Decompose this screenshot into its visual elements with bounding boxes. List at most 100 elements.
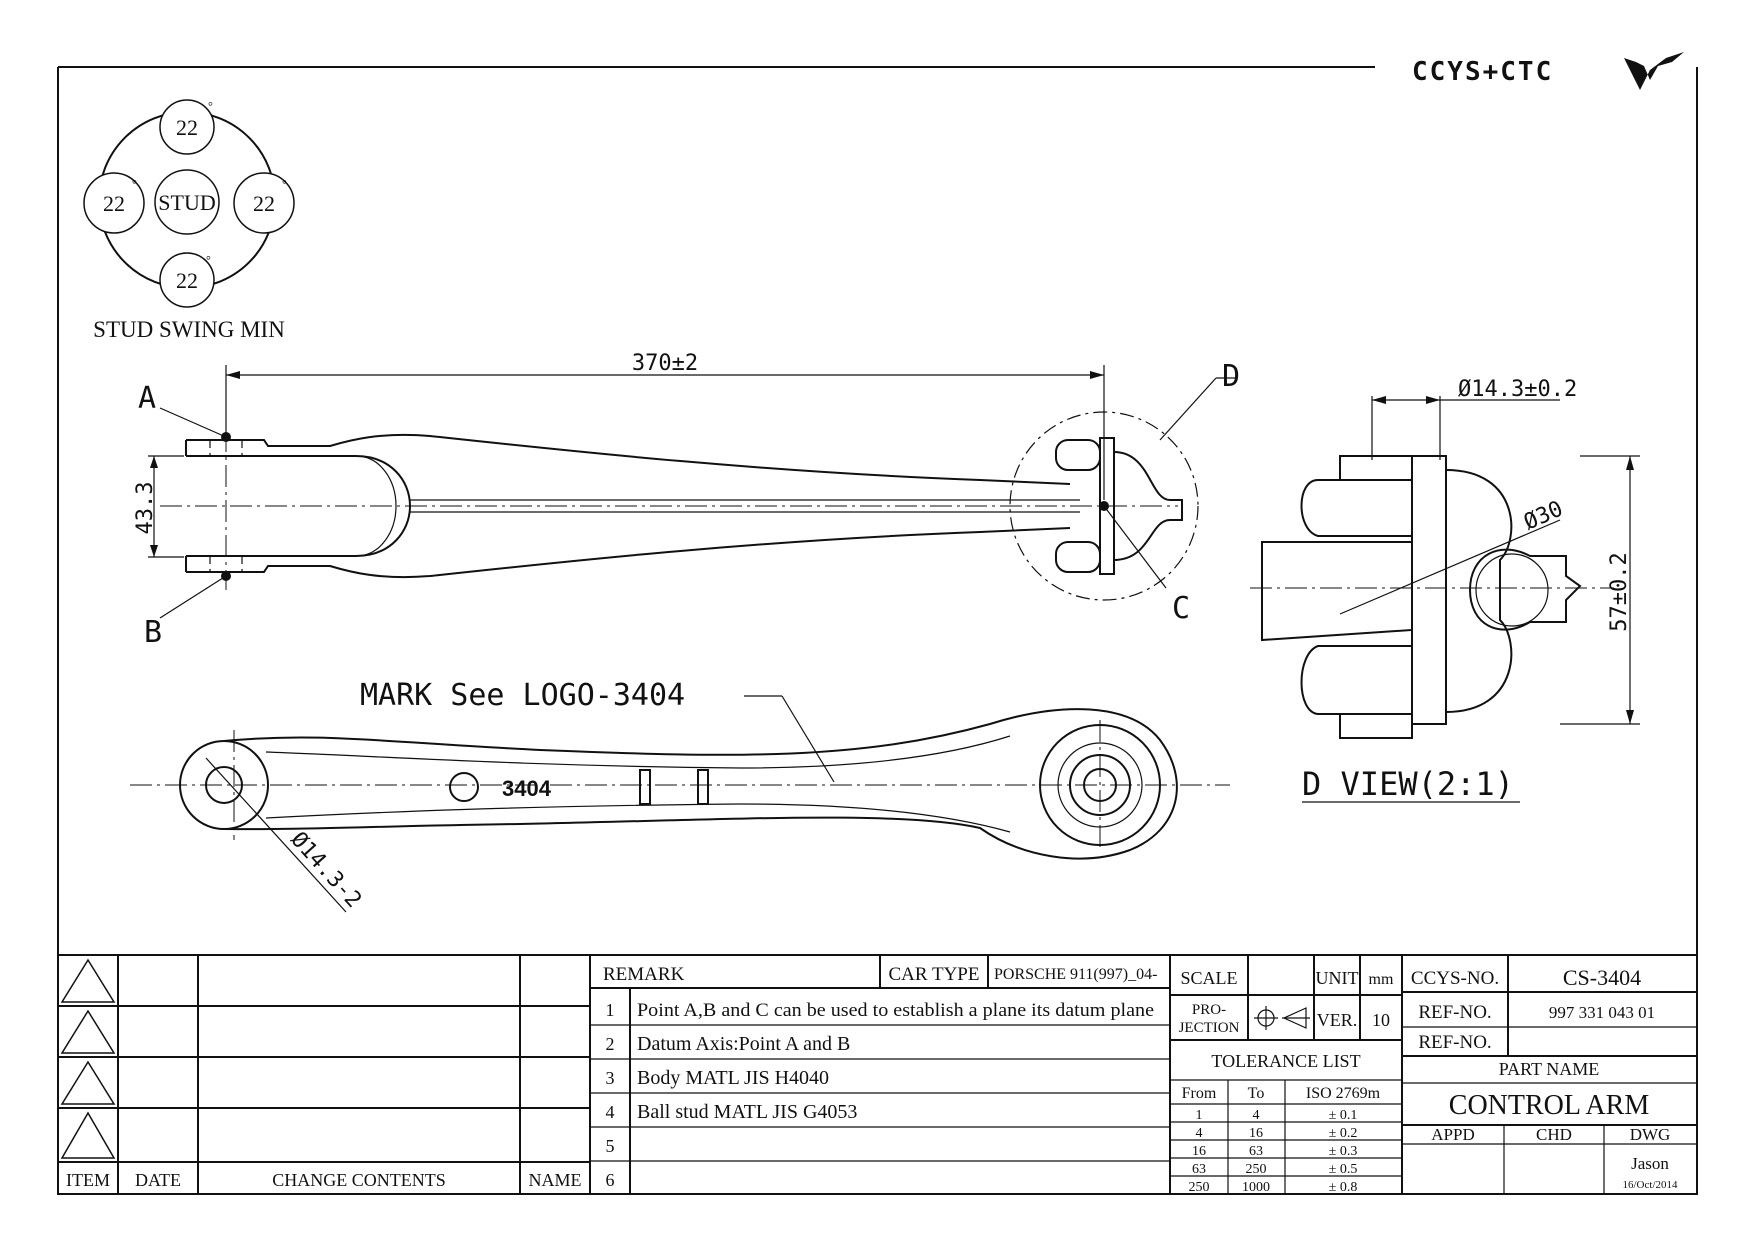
top-view: 370±2 43.3 A <box>133 351 1240 650</box>
tol-row4-from: 63 <box>1192 1162 1206 1177</box>
swing-angle-top-text: 22 <box>176 115 198 140</box>
revision-triangle-icon <box>60 958 116 1159</box>
point-c-label: C <box>1172 591 1190 626</box>
right-eye-inner <box>1069 754 1131 816</box>
title-block-border <box>57 954 1698 1195</box>
tol-row4-to: 250 <box>1246 1162 1267 1177</box>
unit-value: mm <box>1369 971 1394 988</box>
ver-value: 10 <box>1372 1010 1390 1030</box>
swing-angle-right <box>233 172 295 234</box>
fork-slot-inner <box>355 455 397 557</box>
appd-label: APPD <box>1431 1125 1474 1144</box>
stud-swing-caption: STUD SWING MIN <box>93 317 285 342</box>
tol-row4-iso: ± 0.5 <box>1329 1162 1358 1177</box>
ref-no-value: 997 331 043 01 <box>1549 1003 1655 1022</box>
arm-shank <box>1261 541 1413 642</box>
title-block: ITEM DATE CHANGE CONTENTS NAME REMARK CA… <box>57 954 1698 1195</box>
arm-top-edge <box>186 433 1071 485</box>
ball-outline <box>1475 553 1549 627</box>
ref-no-label: REF-NO. <box>1418 1002 1491 1023</box>
stud-swing-diagram: 22 ° 22 ° STUD 22 ° 22 ° STUD SWING MIN <box>83 99 295 342</box>
remark-no-6: 6 <box>606 1170 615 1190</box>
third-angle-projection-icon <box>1254 1006 1310 1030</box>
remark-label: REMARK <box>603 964 685 985</box>
ccys-no-value: CS-3404 <box>1563 965 1641 990</box>
remark-no-2: 2 <box>606 1034 615 1054</box>
length-dim-text: 370±2 <box>632 351 698 376</box>
rev-header-name: NAME <box>529 1170 582 1190</box>
side-rib-top <box>265 735 1011 769</box>
chd-label: CHD <box>1536 1125 1572 1144</box>
degree-mark-top: ° <box>208 99 213 113</box>
scale-label: SCALE <box>1180 968 1237 988</box>
right-eye-hole <box>1083 768 1117 802</box>
ver-label: VER. <box>1317 1010 1358 1030</box>
width-dim-text: 43.3 <box>133 482 158 535</box>
hole-dia-text: Ø14.3-2 <box>286 827 367 913</box>
company-logo: CCYS+CTC <box>1412 52 1684 90</box>
dwg-name: Jason <box>1631 1154 1669 1173</box>
bushing-top <box>1055 439 1101 471</box>
tol-row2-from: 4 <box>1196 1126 1203 1141</box>
swing-angle-top <box>159 99 215 155</box>
bushing-bottom <box>1055 541 1101 573</box>
d-view-title: D VIEW(2:1) <box>1302 765 1514 803</box>
degree-mark-left: ° <box>132 177 137 191</box>
side-arm-outline <box>223 708 1178 860</box>
mark-leader <box>781 695 835 783</box>
remarks-table: REMARK CAR TYPE PORSCHE 911(997)_04- 1 P… <box>590 955 1171 1194</box>
mark-note-text: MARK See LOGO-3404 <box>360 678 685 713</box>
swing-angle-left <box>83 172 145 234</box>
dwg-label: DWG <box>1630 1125 1671 1144</box>
swing-stud-text: STUD <box>158 190 215 215</box>
housing-socket <box>1445 469 1513 713</box>
dwg-date: 16/Oct/2014 <box>1623 1179 1678 1191</box>
ccys-no-label: CCYS-NO. <box>1411 968 1499 989</box>
remark-text-3: Body MATL JIS H4040 <box>637 1067 829 1089</box>
right-eye-outer <box>1039 724 1161 846</box>
unit-label: UNIT <box>1316 968 1359 988</box>
part-name-value: CONTROL ARM <box>1449 1090 1650 1121</box>
projection-label-1: PRO- <box>1192 1002 1226 1018</box>
part-id-block: CCYS-NO. CS-3404 REF-NO. 997 331 043 01 … <box>1402 955 1697 1194</box>
point-a-label: A <box>138 381 156 416</box>
rib-mark-2 <box>697 769 709 805</box>
swing-stud-center <box>154 169 220 235</box>
left-eye-hole <box>205 766 243 804</box>
detail-d-label: D <box>1222 359 1240 394</box>
tol-row1-from: 1 <box>1196 1108 1203 1123</box>
stud-dia-text: Ø14.3±0.2 <box>1458 377 1577 402</box>
side-view: 3404 MARK See LOGO-3404 Ø14.3-2 <box>130 678 1230 913</box>
swing-angle-bottom <box>159 252 215 308</box>
degree-mark-bottom: ° <box>206 253 211 267</box>
rev-header-date: DATE <box>135 1170 181 1190</box>
width-dim-arrows <box>150 456 158 557</box>
point-b-label: B <box>144 615 162 650</box>
arm-bottom-edge <box>186 527 1071 579</box>
tol-header-to: To <box>1248 1085 1265 1102</box>
remark-no-4: 4 <box>606 1102 615 1122</box>
car-type-label: CAR TYPE <box>889 964 980 985</box>
leader-d <box>1159 377 1217 441</box>
ball-stud <box>1468 548 1582 631</box>
tol-row1-iso: ± 0.1 <box>1329 1108 1358 1123</box>
tolerance-title: TOLERANCE LIST <box>1211 1051 1360 1071</box>
fork-slot <box>186 455 412 557</box>
logo-emblem-icon <box>1624 52 1684 90</box>
stud-dia-arrows <box>1372 396 1440 404</box>
side-small-hole <box>449 772 479 802</box>
remark-text-2: Datum Axis:Point A and B <box>637 1033 850 1055</box>
remark-text-1: Point A,B and C can be used to establish… <box>637 1000 1154 1021</box>
swing-angle-left-text: 22 <box>103 191 125 216</box>
bushing-top-cap <box>1339 455 1413 481</box>
remark-no-5: 5 <box>606 1136 615 1156</box>
rib-mark-1 <box>639 769 651 805</box>
bushing-bottom-cap <box>1339 713 1413 739</box>
tol-row5-to: 1000 <box>1242 1180 1270 1195</box>
leader-c <box>1103 505 1167 589</box>
hole-dia-leader <box>205 757 347 913</box>
detail-d-circle <box>1009 411 1199 601</box>
rev-header-item: ITEM <box>66 1170 110 1190</box>
tol-header-from: From <box>1182 1085 1217 1102</box>
